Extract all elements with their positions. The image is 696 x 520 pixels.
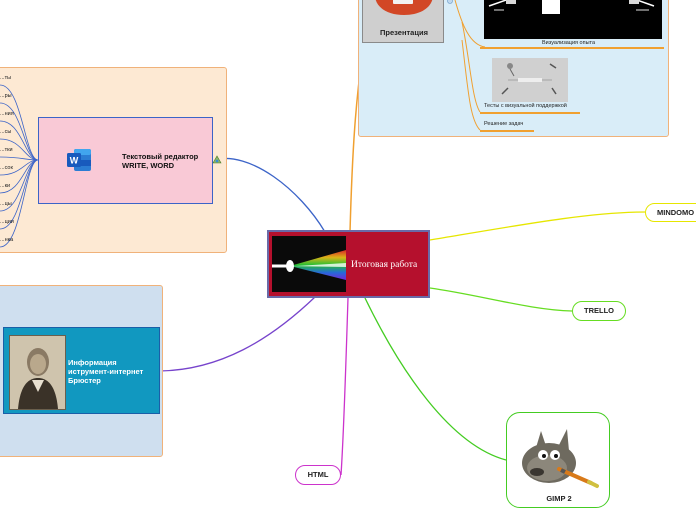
tasks-label[interactable]: Решение задач (484, 121, 524, 127)
tests-label[interactable]: Тесты с визуальной поддержкой (484, 103, 567, 109)
tasks-underline (480, 130, 534, 132)
word-leaf[interactable]: ...сы (0, 129, 12, 135)
word-node[interactable]: W Текстовый редактор WRITE, WORD (38, 117, 213, 204)
powerpoint-icon (375, 0, 433, 15)
central-topic-title: Итоговая работа (351, 260, 418, 270)
branch-brewster (159, 296, 316, 372)
viz-underline (480, 47, 664, 49)
word-leaf[interactable]: ...ния (0, 111, 14, 117)
word-leaf[interactable]: ...ты (0, 75, 12, 81)
word-leaf[interactable]: ...тки (0, 147, 13, 153)
collapse-handle-icon[interactable] (446, 0, 454, 4)
presentation-title: Презентация (380, 28, 428, 37)
html-node[interactable]: HTML (295, 465, 341, 485)
word-leaf[interactable]: ...цы (0, 201, 12, 207)
branch-gimp (364, 297, 507, 461)
brewster-node-title: Информация иструмент-интернет Брюстер (68, 358, 144, 385)
brewster-portrait (9, 335, 66, 410)
gimp-icon (522, 429, 599, 488)
word-node-title: Текстовый редактор WRITE, WORD (122, 152, 199, 170)
presentation-node[interactable]: Презентация (362, 0, 444, 43)
brewster-node[interactable]: Информация иструмент-интернет Брюстер (3, 327, 160, 414)
experiment-visualization-label[interactable]: Визуализация опыта (542, 40, 596, 46)
branch-trello (429, 287, 573, 312)
experiment-visualization-image (484, 0, 662, 39)
word-leaf[interactable]: ...ки (0, 183, 11, 189)
branch-html (340, 297, 349, 476)
word-leaf[interactable]: ...ры (0, 93, 12, 99)
word-leaf[interactable]: ...сок (0, 165, 13, 171)
svg-text:W: W (70, 156, 79, 166)
word-leaf[interactable]: ...нка (0, 237, 14, 243)
gimp-node[interactable]: GIMP 2 (506, 412, 610, 508)
prism-image (272, 236, 346, 292)
mindomo-node[interactable]: MINDOMO (645, 203, 696, 222)
gimp-node-title: GIMP 2 (546, 494, 572, 503)
tests-underline (480, 112, 580, 114)
trello-node[interactable]: TRELLO (572, 301, 626, 321)
tests-image (492, 58, 568, 102)
branch-mindomo (429, 211, 646, 241)
word-icon: W (67, 149, 91, 171)
word-leaf[interactable]: ...ции (0, 219, 14, 225)
central-topic[interactable]: Итоговая работа (267, 230, 430, 298)
note-icon[interactable] (212, 155, 222, 164)
